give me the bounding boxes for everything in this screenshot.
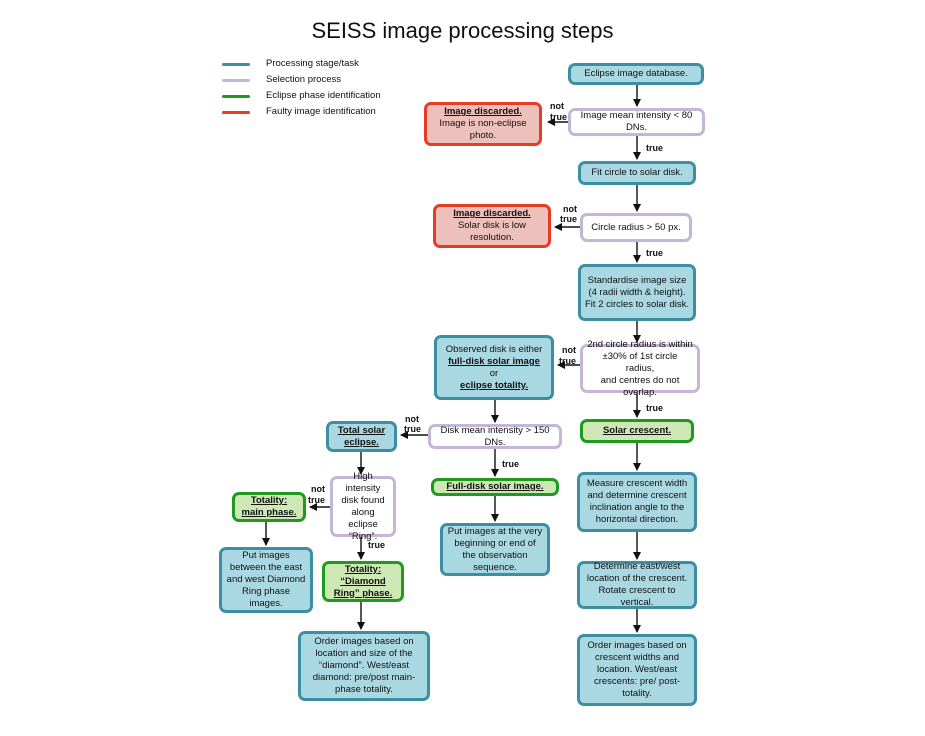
node-solar-crescent: Solar crescent. (580, 419, 694, 443)
node-heading: Full-disk solar image. (446, 481, 544, 492)
legend-swatch (222, 63, 250, 66)
node-text: Solar disk is low resolution. (457, 220, 527, 243)
diagram-title: SEISS image processing steps (311, 18, 614, 43)
legend-label: Eclipse phase identification (266, 90, 381, 101)
node-totality-main-phase: Totality: main phase. (232, 492, 306, 522)
node-image-discarded-low-resolution: Image discarded. Solar disk is low resol… (433, 204, 551, 248)
legend-label: Faulty image identification (266, 106, 376, 117)
edge-label-not: not (311, 484, 325, 494)
edge-label-true: true (559, 356, 577, 366)
node-put-images-between: Put images between the east and west Dia… (219, 547, 313, 613)
node-heading: Image discarded. (453, 208, 531, 219)
node-text: Disk mean intensity > 150 DNs. (440, 424, 550, 448)
node-eclipse-image-database: Eclipse image database. (568, 63, 704, 85)
node-measure-crescent-width: Measure crescent width and determine cre… (577, 472, 697, 532)
node-text: Eclipse image database. (584, 68, 688, 79)
node-text: and centres do not overlap. (600, 374, 680, 398)
node-text: Measure crescent width and determine cre… (586, 478, 688, 525)
node-text: Image is non-eclipse photo. (439, 118, 527, 141)
edge-label-true: true (646, 248, 664, 258)
node-heading: eclipse totality. (460, 379, 528, 391)
edge-label-not: not (405, 414, 419, 424)
node-text: Observed disk is either (445, 343, 543, 355)
legend-swatch (222, 79, 250, 82)
node-text: or (489, 367, 499, 379)
edge-label-true: true (308, 495, 326, 505)
node-order-images-diamond: Order images based on location and size … (298, 631, 430, 701)
node-heading: full-disk solar image (448, 355, 540, 367)
node-order-images-crescent: Order images based on crescent widths an… (577, 634, 697, 706)
node-text: Determine east/west location of the cres… (586, 561, 688, 608)
node-heading: Solar crescent. (602, 425, 672, 436)
node-image-discarded-non-eclipse: Image discarded. Image is non-eclipse ph… (424, 102, 542, 146)
node-image-mean-intensity: Image mean intensity < 80 DNs. (568, 108, 705, 136)
node-heading: Total solar eclipse. (337, 424, 386, 448)
edge-label-not: not (563, 204, 577, 214)
node-text: Order images based on crescent widths an… (587, 640, 687, 699)
node-heading: Totality: main phase. (241, 495, 297, 518)
node-text: Order images based on location and size … (312, 636, 416, 695)
edge-label-not: not (562, 345, 576, 355)
node-text: Circle radius > 50 px. (591, 221, 681, 233)
edge-label-true: true (502, 459, 520, 469)
node-fit-circle: Fit circle to solar disk. (578, 161, 696, 185)
edge-label-true: true (646, 143, 664, 153)
node-heading: Image discarded. (444, 106, 522, 117)
node-put-images-beginning-end: Put images at the very beginning or end … (440, 523, 550, 576)
legend-swatch (222, 95, 250, 98)
node-text: Standardise image size (4 radii width & … (585, 274, 689, 310)
edge-label-true: true (368, 540, 386, 550)
node-second-circle-radius: 2nd circle radius is within ±30% of 1st … (580, 339, 700, 398)
node-heading: Totality: (344, 563, 382, 575)
node-totality-diamond-ring: Totality: “Diamond Ring” phase. (322, 561, 404, 602)
edge-label-true: true (550, 112, 568, 122)
edge-label-not: not (550, 101, 564, 111)
node-text: 2nd circle radius is within (587, 338, 693, 350)
node-determine-east-west: Determine east/west location of the cres… (577, 561, 697, 609)
legend-label: Selection process (266, 74, 341, 85)
edge-label-true: true (404, 424, 422, 434)
legend-label: Processing stage/task (266, 58, 359, 69)
edge-label-true: true (646, 403, 664, 413)
node-observed-disk: Observed disk is either full-disk solar … (434, 335, 554, 400)
node-text: Image mean intensity < 80 DNs. (580, 110, 693, 133)
edge-label-true: true (560, 214, 578, 224)
node-heading: “Diamond Ring” phase. (333, 575, 393, 599)
node-full-disk-solar-image: Full-disk solar image. (431, 478, 559, 496)
node-disk-mean-intensity: Disk mean intensity > 150 DNs. (428, 424, 562, 449)
node-text: Fit circle to solar disk. (591, 167, 683, 178)
legend-swatch (222, 111, 250, 114)
node-text: Put images at the very beginning or end … (447, 525, 543, 573)
node-standardise-image-size: Standardise image size (4 radii width & … (578, 264, 696, 321)
node-total-solar-eclipse: Total solar eclipse. (326, 421, 397, 452)
node-text: High intensity disk found along eclipse … (341, 470, 385, 542)
node-high-intensity-disk: High intensity disk found along eclipse … (330, 471, 396, 542)
node-circle-radius: Circle radius > 50 px. (580, 213, 692, 242)
node-text: ±30% of 1st circle radius, (602, 350, 678, 374)
node-text: Put images between the east and west Dia… (226, 550, 306, 609)
